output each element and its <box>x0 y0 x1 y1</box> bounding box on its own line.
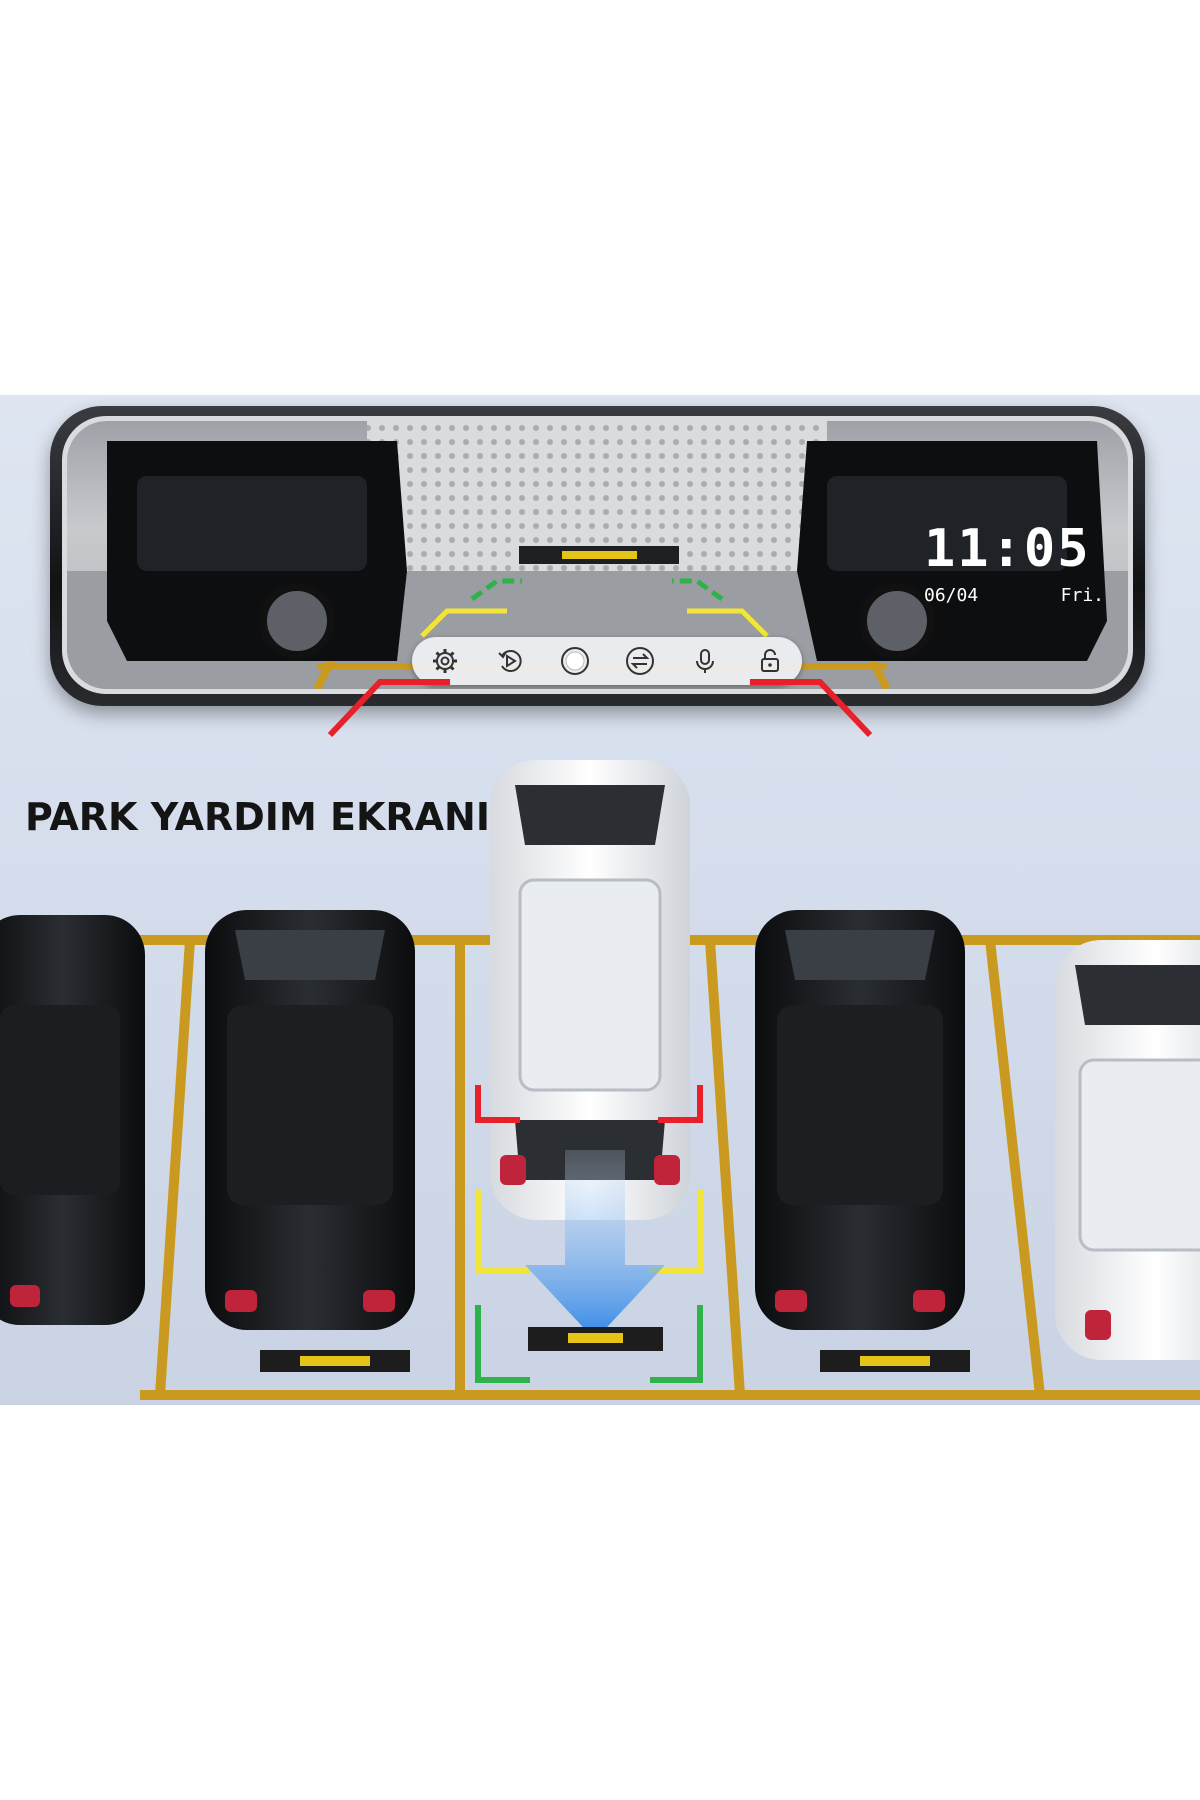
parking-guides <box>475 1085 703 1383</box>
lock-button[interactable] <box>752 643 788 679</box>
lock-icon <box>760 649 779 672</box>
car-black-4 <box>755 910 970 1372</box>
swap-arrows-icon <box>625 647 654 675</box>
switch-camera-button[interactable] <box>622 643 658 679</box>
mirror-dashcam: 11:05 06/04 Fri. <box>50 406 1145 706</box>
playback-button[interactable] <box>492 643 528 679</box>
record-icon <box>560 647 589 675</box>
microphone-icon <box>695 649 714 673</box>
mirror-bezel: 11:05 06/04 Fri. <box>62 416 1133 694</box>
car-black-2 <box>205 910 415 1372</box>
parking-lot-illustration <box>0 760 1200 1400</box>
clock-date-row: 06/04 Fri. <box>924 585 1104 606</box>
camera-car-right <box>797 441 1107 661</box>
car-white-right <box>1055 940 1200 1360</box>
microphone-button[interactable] <box>687 643 723 679</box>
clock-date: 06/04 <box>924 585 979 606</box>
mirror-toolbar <box>412 637 802 685</box>
car-white-center <box>490 760 690 1220</box>
record-button[interactable] <box>557 643 593 679</box>
gear-icon <box>432 649 457 673</box>
mirror-clock: 11:05 06/04 Fri. <box>924 521 1104 606</box>
playback-icon <box>497 650 522 672</box>
camera-guides <box>420 578 769 638</box>
settings-button[interactable] <box>427 643 463 679</box>
rear-guide-lines <box>327 679 873 738</box>
reverse-direction-arrow <box>525 1150 665 1340</box>
car-black-left <box>0 915 145 1325</box>
mirror-screen: 11:05 06/04 Fri. <box>67 421 1128 689</box>
camera-car-left <box>107 441 407 661</box>
clock-time: 11:05 <box>924 519 1091 579</box>
headline: PARK YARDIM EKRANI <box>25 795 490 839</box>
clock-weekday: Fri. <box>1060 585 1104 606</box>
